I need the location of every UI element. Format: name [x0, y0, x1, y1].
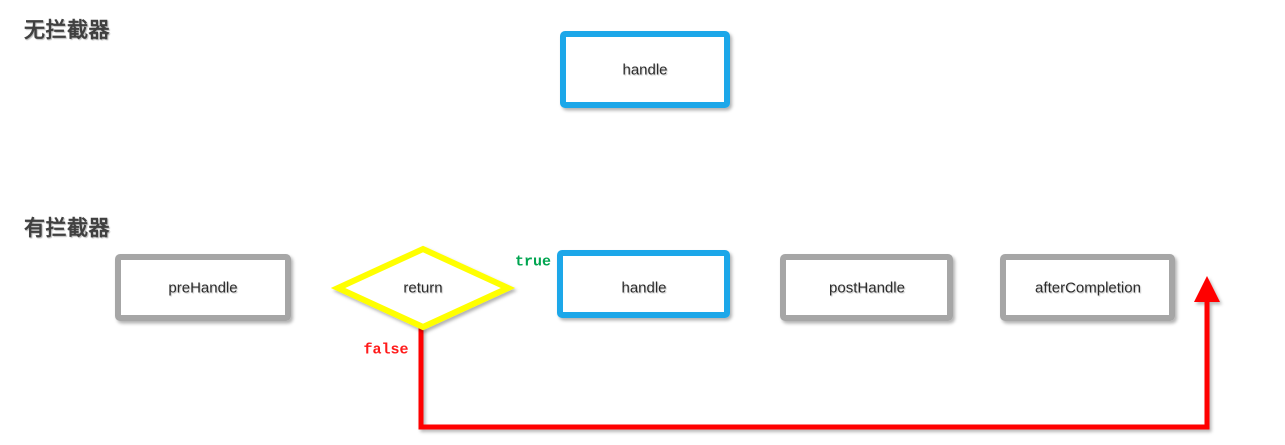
node-handle-1	[560, 31, 730, 108]
section-title-no-interceptor: 无拦截器	[24, 19, 110, 42]
node-posthandle	[780, 254, 953, 321]
node-label-prehandle: preHandle	[168, 279, 238, 297]
node-handle-2	[557, 250, 730, 318]
node-label-return: return	[403, 279, 443, 297]
edge-return-false-feedback	[418, 276, 1221, 430]
edge-label-true: true	[514, 253, 552, 271]
node-return-decision	[330, 245, 516, 331]
node-label-handle-2: handle	[621, 279, 667, 297]
node-prehandle	[115, 254, 291, 321]
node-label-aftercompletion: afterCompletion	[1035, 279, 1141, 297]
node-aftercompletion	[1000, 254, 1175, 321]
node-label-posthandle: postHandle	[829, 279, 905, 297]
section-title-with-interceptor: 有拦截器	[24, 217, 110, 240]
edge-label-false: false	[363, 341, 409, 359]
node-label-handle-1: handle	[622, 61, 668, 79]
